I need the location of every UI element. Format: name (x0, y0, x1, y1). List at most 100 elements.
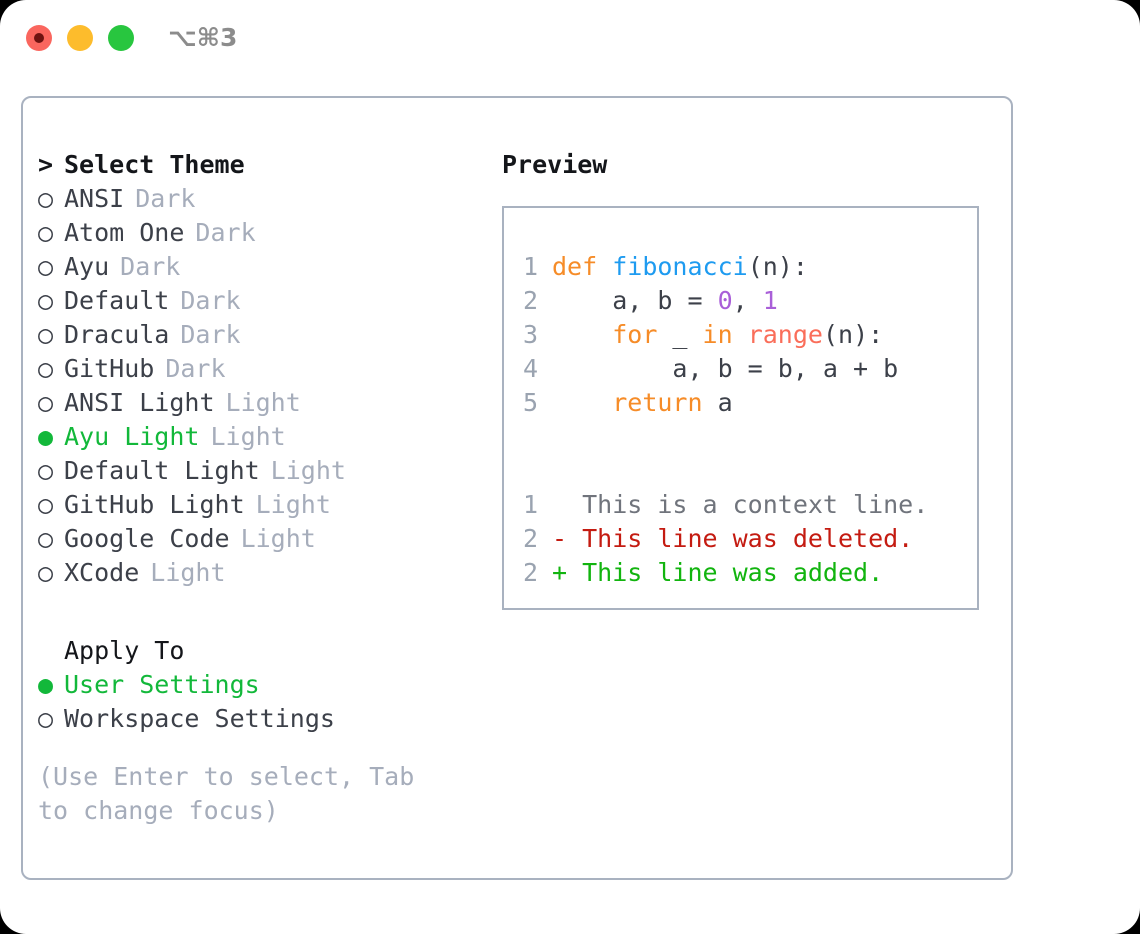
code-token: a, b = (552, 286, 718, 315)
radio-off-icon: ○ (38, 704, 54, 733)
radio-off-icon: ○ (38, 456, 54, 485)
radio-off-icon: ○ (38, 320, 54, 349)
code-token (552, 320, 612, 349)
code-content: def fibonacci(n): (552, 250, 808, 284)
theme-option-default[interactable]: ○ Default Dark (38, 284, 498, 318)
theme-option-label: ANSI Light (64, 388, 215, 417)
diff-line-context: 1 This is a context line. (504, 488, 977, 522)
radio-off-icon: ○ (38, 354, 54, 383)
theme-option-label: Ayu Light (64, 422, 200, 451)
line-number: 2 (522, 286, 538, 315)
theme-option-tag: Light (210, 422, 286, 451)
code-content: a, b = 0, 1 (552, 284, 778, 318)
theme-option-ansi[interactable]: ○ ANSI Dark (38, 182, 498, 216)
title-bar: ⌥⌘3 (0, 0, 1140, 78)
theme-option-ayu-light[interactable]: ● Ayu Light Light (38, 420, 498, 454)
theme-option-label: Default (64, 286, 170, 315)
diff-line-added: 2 + This line was added. (504, 556, 977, 590)
code-token: (n): (747, 252, 808, 281)
keyboard-hint-text: (Use Enter to select, Tab to change focu… (38, 762, 430, 825)
preview-code-box: 1 def fibonacci(n): 2 a, b = 0, 1 3 for … (502, 206, 979, 610)
code-line: 4 a, b = b, a + b (504, 352, 977, 386)
code-token: a (702, 388, 733, 417)
line-number: 2 (522, 524, 538, 553)
code-content: a, b = b, a + b (552, 352, 898, 386)
radio-off-icon: ○ (38, 252, 54, 281)
theme-option-github-light[interactable]: ○ GitHub Light Light (38, 488, 498, 522)
code-token: a, b = b, a + b (552, 354, 899, 383)
radio-off-icon: ○ (38, 286, 54, 315)
theme-option-label: XCode (64, 558, 140, 587)
code-token: , (732, 286, 763, 315)
radio-off-icon: ○ (38, 524, 54, 553)
code-token: for (612, 320, 658, 349)
theme-option-ansi-light[interactable]: ○ ANSI Light Light (38, 386, 498, 420)
code-token: _ (657, 320, 703, 349)
theme-option-ayu[interactable]: ○ Ayu Dark (38, 250, 498, 284)
line-number: 1 (522, 490, 538, 519)
theme-option-default-light[interactable]: ○ Default Light Light (38, 454, 498, 488)
main-panel: > Select Theme ○ ANSI Dark ○ Atom One Da… (21, 96, 1013, 880)
line-number: 5 (522, 388, 538, 417)
theme-selector-column: > Select Theme ○ ANSI Dark ○ Atom One Da… (38, 148, 498, 736)
radio-on-icon: ● (38, 670, 54, 699)
window-shortcut-label: ⌥⌘3 (168, 23, 238, 52)
code-content: for _ in range(n): (552, 318, 883, 352)
theme-option-tag: Light (255, 490, 331, 519)
theme-option-label: GitHub Light (64, 490, 245, 519)
radio-on-icon: ● (38, 422, 54, 451)
code-line: 1 def fibonacci(n): (504, 250, 977, 284)
code-line: 2 a, b = 0, 1 (504, 284, 977, 318)
code-token (733, 320, 748, 349)
code-token: range (747, 320, 823, 349)
code-token: return (612, 388, 703, 417)
theme-option-tag: Dark (135, 184, 196, 213)
theme-option-label: Atom One (64, 218, 185, 247)
code-blank-line (504, 454, 977, 488)
apply-to-heading: Apply To (38, 634, 498, 668)
theme-option-xcode[interactable]: ○ XCode Light (38, 556, 498, 590)
line-number: 3 (522, 320, 538, 349)
code-line: 5 return a (504, 386, 977, 420)
theme-option-tag: Dark (180, 286, 241, 315)
theme-option-label: Dracula (64, 320, 170, 349)
traffic-lights (26, 25, 134, 51)
theme-option-tag: Dark (120, 252, 181, 281)
apply-to-label: Apply To (64, 636, 185, 665)
radio-off-icon: ○ (38, 490, 54, 519)
diff-line-deleted: 2 - This line was deleted. (504, 522, 977, 556)
theme-option-tag: Dark (180, 320, 241, 349)
maximize-button[interactable] (108, 25, 134, 51)
apply-to-user-settings[interactable]: ● User Settings (38, 668, 498, 702)
code-content: return a (552, 386, 733, 420)
section-spacer (38, 590, 498, 634)
theme-option-tag: Light (225, 388, 301, 417)
theme-option-dracula[interactable]: ○ Dracula Dark (38, 318, 498, 352)
preview-title: Preview (502, 150, 608, 179)
theme-option-label: ANSI (64, 184, 125, 213)
preview-column: Preview 1 def fibonacci(n): 2 a, b = 0, … (502, 148, 1002, 610)
close-button[interactable] (26, 25, 52, 51)
code-token: def (552, 252, 613, 281)
code-token: in (702, 320, 733, 349)
theme-option-github[interactable]: ○ GitHub Dark (38, 352, 498, 386)
theme-option-label: Default Light (64, 456, 260, 485)
theme-option-label: Google Code (64, 524, 230, 553)
prompt-caret-icon: > (38, 150, 54, 179)
radio-off-icon: ○ (38, 218, 54, 247)
code-line: 3 for _ in range(n): (504, 318, 977, 352)
minimize-button[interactable] (67, 25, 93, 51)
apply-to-workspace-settings[interactable]: ○ Workspace Settings (38, 702, 498, 736)
theme-option-google-code[interactable]: ○ Google Code Light (38, 522, 498, 556)
radio-off-icon: ○ (38, 388, 54, 417)
select-theme-heading: > Select Theme (38, 148, 498, 182)
theme-option-tag: Light (240, 524, 316, 553)
theme-option-atom-one[interactable]: ○ Atom One Dark (38, 216, 498, 250)
spacer-icon (38, 634, 64, 668)
theme-option-label: GitHub (64, 354, 155, 383)
radio-off-icon: ○ (38, 558, 54, 587)
radio-off-icon: ○ (38, 184, 54, 213)
select-theme-label: Select Theme (64, 150, 245, 179)
diff-content: - This line was deleted. (552, 524, 914, 553)
